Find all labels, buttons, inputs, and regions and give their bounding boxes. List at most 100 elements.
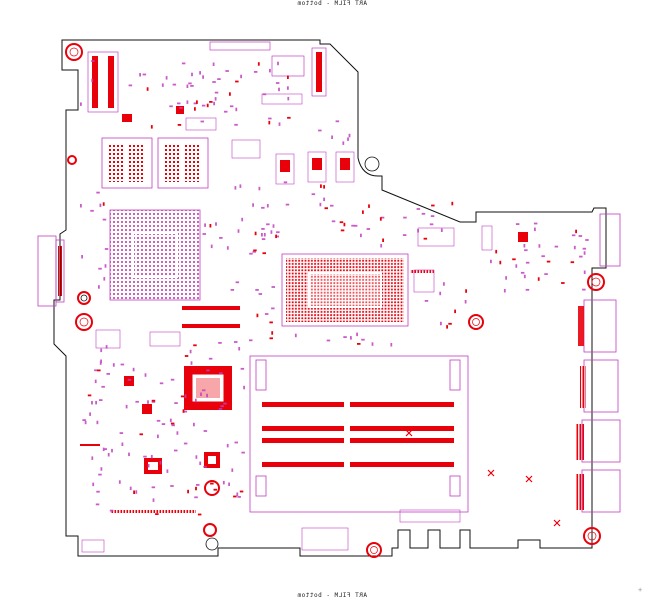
smd-part <box>561 282 565 284</box>
smd-part <box>512 258 516 261</box>
smd-part <box>91 401 93 405</box>
smd-part <box>343 336 347 338</box>
smd-part <box>184 355 189 357</box>
smd-part <box>416 208 421 210</box>
smd-part <box>161 423 166 425</box>
smd-part <box>275 234 277 239</box>
smd-part <box>440 228 443 232</box>
smd-part <box>169 418 172 423</box>
smd-part <box>235 281 240 284</box>
smd-part <box>98 473 102 476</box>
smd-part <box>261 228 265 230</box>
smd-part <box>222 480 225 485</box>
smd-part <box>104 248 109 250</box>
smd-part <box>230 289 235 291</box>
smd-part <box>357 343 361 345</box>
smd-part <box>283 181 288 184</box>
smd-part <box>430 215 435 217</box>
smd-part <box>147 464 150 468</box>
smd-part <box>206 103 209 108</box>
smd-part <box>101 385 105 388</box>
smd-part <box>495 249 498 254</box>
smd-part <box>390 343 393 347</box>
smd-part <box>252 250 256 253</box>
smd-part <box>102 447 105 452</box>
smd-part <box>220 405 224 408</box>
smd-part <box>179 107 183 109</box>
smd-part <box>96 420 99 425</box>
smd-part <box>541 255 545 258</box>
smd-part <box>87 394 92 397</box>
smd-part <box>194 496 198 499</box>
smd-part <box>424 300 429 302</box>
smd-part <box>451 201 454 206</box>
smd-part <box>103 448 107 450</box>
smd-part <box>195 486 197 491</box>
smd-part <box>102 202 105 206</box>
smd-part <box>534 227 536 232</box>
smd-part <box>285 203 290 206</box>
smd-part <box>80 102 82 106</box>
registration-mark: + <box>638 586 643 594</box>
smd-part <box>183 442 188 445</box>
smd-part <box>254 231 257 236</box>
smd-part <box>380 216 385 219</box>
smd-part <box>170 378 175 381</box>
smd-part <box>271 286 275 288</box>
smd-part <box>490 259 492 264</box>
smd-part <box>156 419 161 422</box>
smd-part <box>203 430 208 432</box>
smd-part <box>347 137 349 141</box>
smd-part <box>189 349 192 354</box>
memory-bga-right <box>157 137 209 189</box>
smd-part <box>100 467 103 471</box>
right-connector-pads <box>576 306 586 510</box>
smd-part <box>570 261 575 264</box>
dimm-slot-pads <box>262 402 454 467</box>
smd-part <box>107 453 110 457</box>
smd-part <box>235 107 238 112</box>
smd-part <box>91 60 95 62</box>
smd-part <box>237 229 240 233</box>
smd-part <box>209 101 213 103</box>
smd-part <box>269 337 273 340</box>
smd-part <box>150 125 153 129</box>
smd-part <box>151 471 156 474</box>
smd-part <box>208 357 213 360</box>
smd-part <box>82 419 86 421</box>
smd-part <box>241 451 245 454</box>
smd-part <box>155 513 159 515</box>
smd-part <box>448 322 452 325</box>
smd-part <box>342 141 345 145</box>
smd-part <box>402 234 407 236</box>
cpu-bga <box>281 253 409 327</box>
smd-part <box>266 223 270 226</box>
smd-part <box>206 369 210 372</box>
smd-part <box>194 107 196 111</box>
smd-part <box>200 120 204 123</box>
smd-part <box>191 72 193 77</box>
smd-part <box>234 186 237 190</box>
smd-part <box>99 361 102 365</box>
smd-part <box>174 402 178 404</box>
smd-part <box>182 409 185 413</box>
smd-part <box>269 68 271 73</box>
smd-part <box>287 75 289 79</box>
smd-part <box>277 61 279 66</box>
smd-part <box>227 404 232 407</box>
smd-part <box>525 288 530 291</box>
smd-part <box>382 238 384 242</box>
smd-part <box>159 382 164 385</box>
smd-part <box>218 342 222 344</box>
smd-part <box>196 484 200 486</box>
smd-part <box>111 448 113 453</box>
smd-part <box>233 495 237 498</box>
smd-part <box>100 348 103 353</box>
smd-part <box>278 122 281 126</box>
smd-part <box>217 78 221 80</box>
smd-part <box>142 73 147 76</box>
smd-part <box>112 363 115 367</box>
smd-part <box>143 455 147 458</box>
smd-part <box>339 221 344 224</box>
